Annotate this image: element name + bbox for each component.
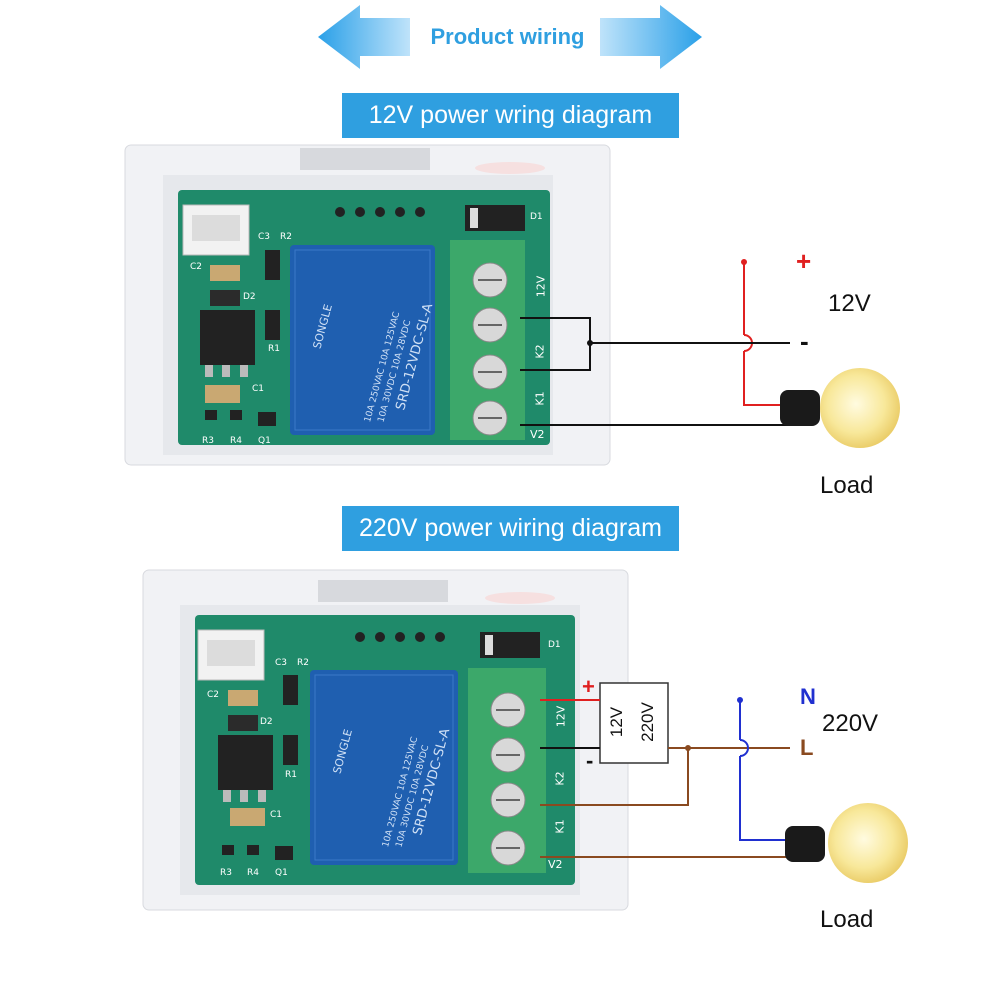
section-title-12v: 12V power wring diagram: [342, 93, 679, 138]
board-12v: [124, 144, 611, 466]
pcb-label-r1: R1: [268, 344, 280, 354]
terminal-label-k1-b: K1: [553, 819, 567, 834]
pcb-label-d1-b: D1: [548, 640, 561, 650]
adapter-minus-label: -: [586, 748, 594, 773]
adapter-plus-label: +: [582, 674, 595, 699]
plus-terminal-label: +: [796, 246, 812, 276]
pcb-label-q1-b: Q1: [275, 868, 288, 878]
pcb-label-r2-b: R2: [297, 658, 309, 668]
pcb-label-c2: C2: [190, 262, 203, 272]
pcb-label-d1: D1: [530, 212, 543, 222]
wiring-220v: [540, 697, 790, 858]
pcb-label-r3-b: R3: [220, 868, 232, 878]
board-220v: [142, 569, 629, 911]
terminal-label-v2: V2: [530, 428, 545, 441]
terminal-label-k2-b: K2: [553, 771, 567, 786]
pcb-label-r4: R4: [230, 436, 242, 446]
pcb-label-r4-b: R4: [247, 868, 259, 878]
terminal-label-k1: K1: [533, 391, 547, 406]
pcb-label-c3: C3: [258, 232, 271, 242]
pcb-label-r2: R2: [280, 232, 292, 242]
pcb-label-d2-b: D2: [260, 717, 273, 727]
wiring-12v: [520, 259, 790, 426]
neutral-label: N: [800, 684, 816, 709]
terminal-label-12v: 12V: [534, 275, 548, 298]
pcb-label-c1: C1: [252, 384, 265, 394]
voltage-label-220v: 220V: [822, 710, 879, 737]
pcb-label-c2-b: C2: [207, 690, 220, 700]
light-bulb-icon: [785, 803, 908, 883]
section-title-220v: 220V power wiring diagram: [342, 506, 679, 551]
pcb-label-r3: R3: [202, 436, 214, 446]
page-title: Product wiring: [430, 24, 585, 49]
load-label-220v: Load: [820, 906, 874, 933]
pcb-label-d2: D2: [243, 292, 256, 302]
voltage-label-12v: 12V: [828, 290, 871, 317]
pcb-label-c3-b: C3: [275, 658, 288, 668]
minus-terminal-label: -: [800, 326, 809, 356]
pcb-label-r1-b: R1: [285, 770, 297, 780]
terminal-label-v2-b: V2: [548, 858, 563, 871]
live-label: L: [800, 735, 814, 760]
pcb-label-c1-b: C1: [270, 810, 283, 820]
right-arrow-icon: [600, 5, 702, 69]
light-bulb-icon: [780, 368, 900, 448]
terminal-label-k2: K2: [533, 344, 547, 359]
pcb-label-q1: Q1: [258, 436, 271, 446]
left-arrow-icon: [318, 5, 410, 69]
terminal-label-12v-b: 12V: [554, 705, 568, 728]
power-adapter-box: [599, 682, 669, 764]
load-label-12v: Load: [820, 472, 874, 499]
adapter-220v-label: 220V: [638, 702, 657, 742]
adapter-12v-label: 12V: [607, 706, 626, 738]
